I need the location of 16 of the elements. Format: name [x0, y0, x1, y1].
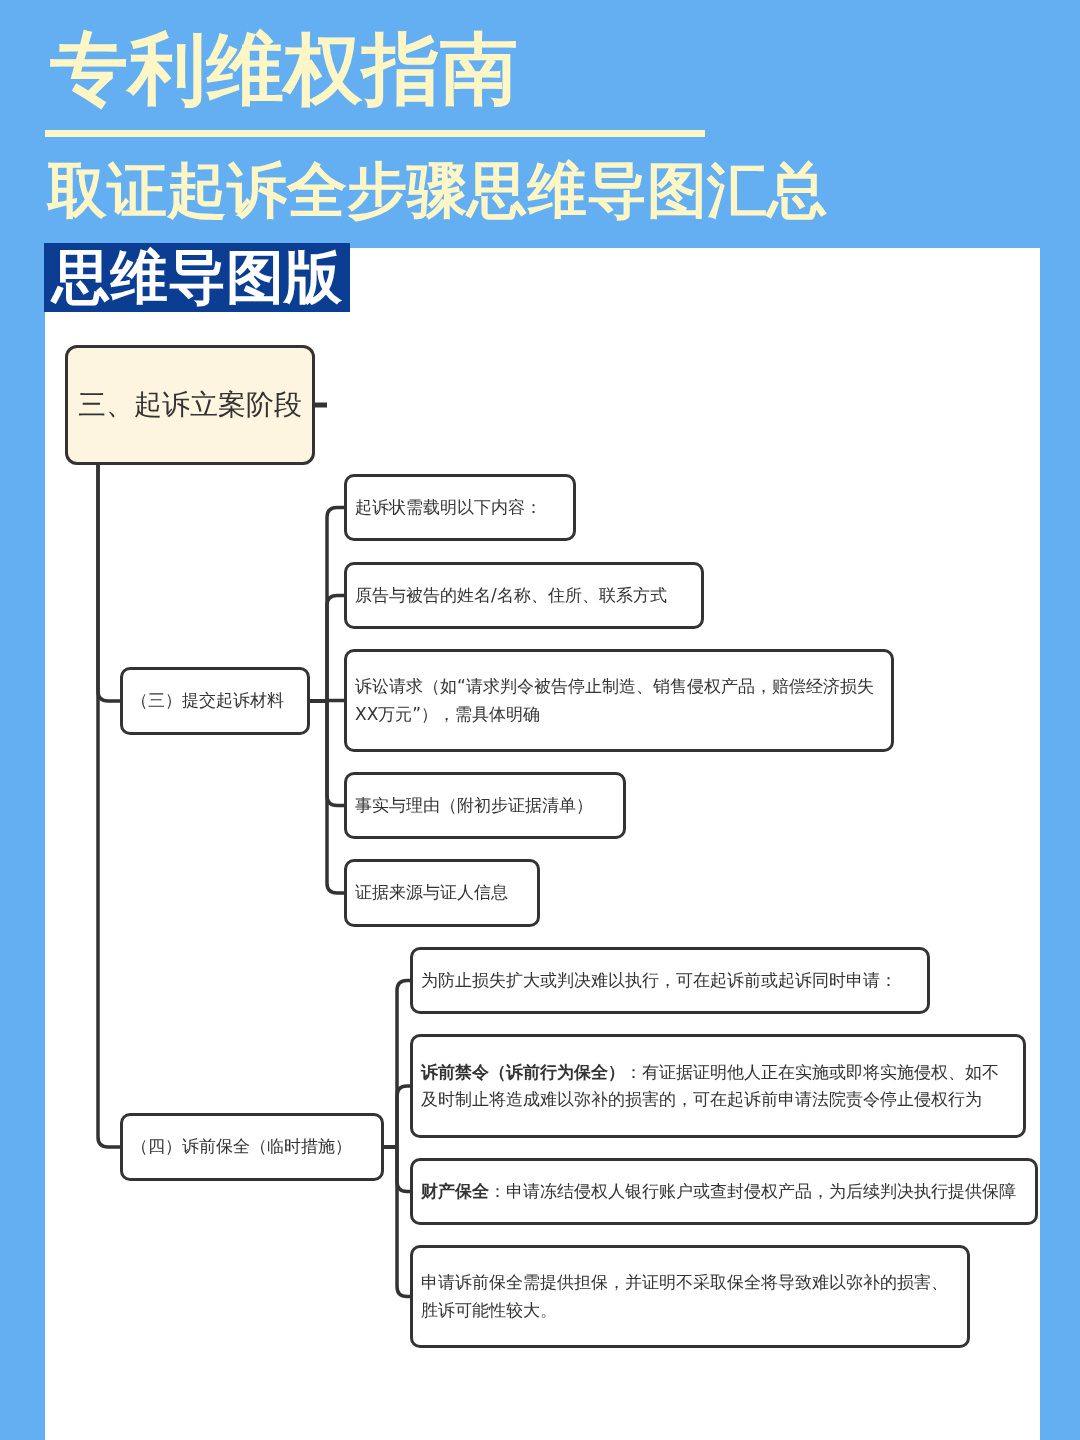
item-box: 诉讼请求（如“请求判令被告停止制造、销售侵权产品，赔偿经济损失XX万元”），需具体明确 [344, 649, 894, 752]
item-box: 起诉状需载明以下内容： [344, 474, 576, 541]
item-box: 诉前禁令（诉前行为保全）：有证据证明他人正在实施或即将实施侵权、如不及时制止将造成难以弥补的损害的，可在起诉前申请法院责令停止侵权行为 [410, 1034, 1026, 1138]
item-box: 财产保全：申请冻结侵权人银行账户或查封侵权产品，为后续判决执行提供保障 [410, 1158, 1038, 1225]
item-box: 申请诉前保全需提供担保，并证明不采取保全将导致难以弥补的损害、胜诉可能性较大。 [410, 1245, 970, 1348]
item-box: 为防止损失扩大或判决难以执行，可在起诉前或起诉同时申请： [410, 947, 930, 1014]
subtopic-box: （三）提交起诉材料 [120, 667, 310, 735]
version-tag: 思维导图版 [44, 243, 350, 312]
subtopic-box: （四）诉前保全（临时措施） [120, 1113, 384, 1181]
title: 专利维权指南 [50, 30, 518, 108]
item-box: 事实与理由（附初步证据清单） [344, 772, 626, 839]
connector-line [384, 1145, 410, 1299]
subtitle: 取证起诉全步骤思维导图汇总 [47, 160, 827, 220]
item-box: 证据来源与证人信息 [344, 859, 540, 927]
topic-box: 三、起诉立案阶段 [65, 345, 315, 465]
item-box: 原告与被告的姓名/名称、住所、联系方式 [344, 562, 704, 629]
